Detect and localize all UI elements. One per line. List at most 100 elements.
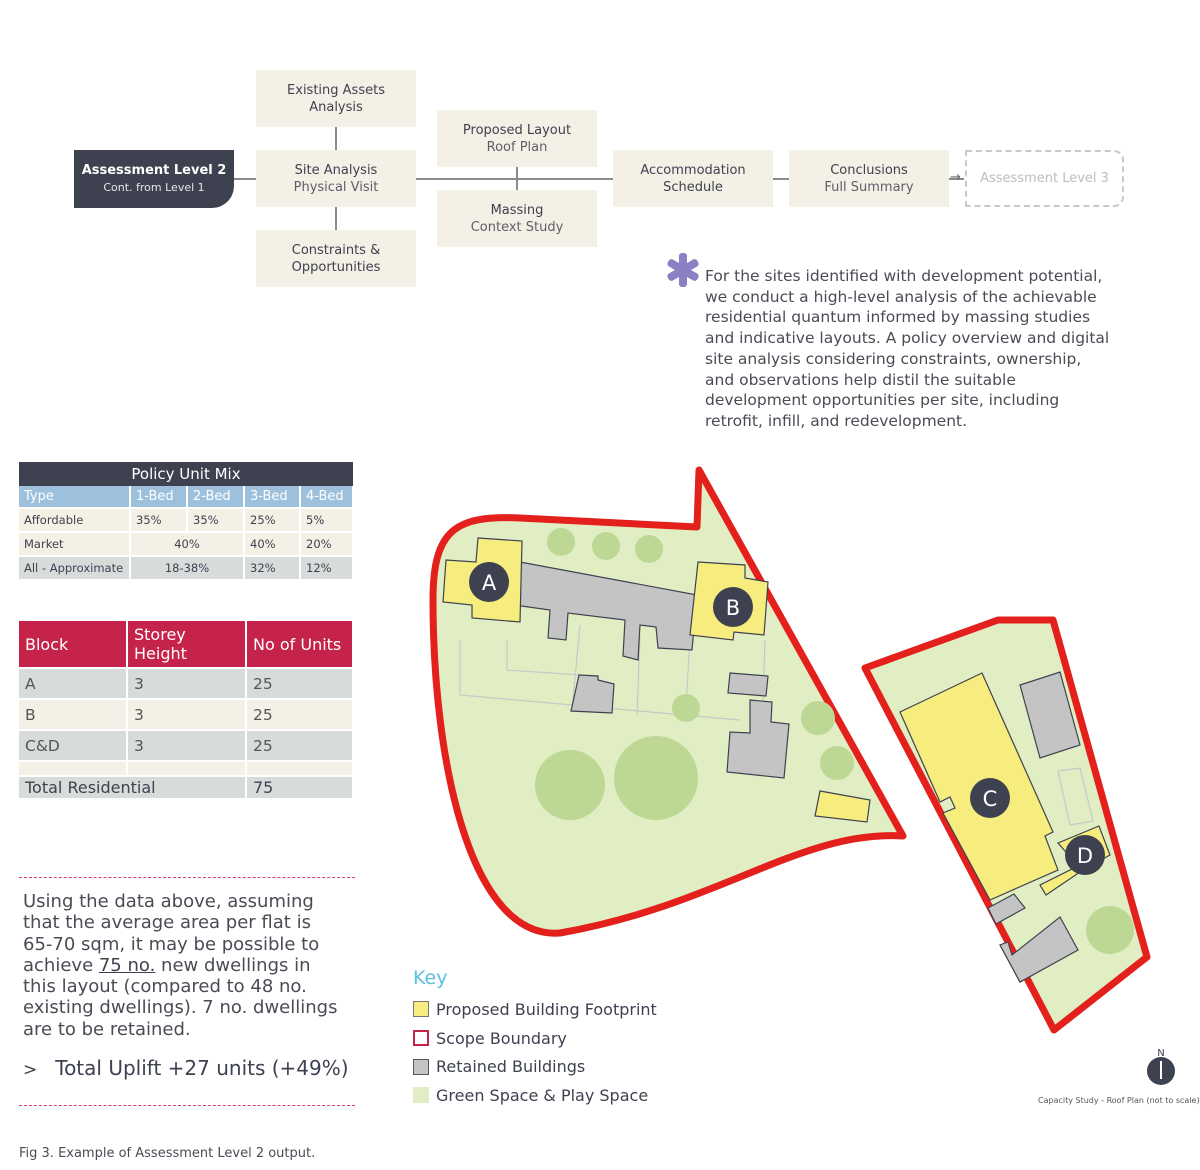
flow-sub: Schedule xyxy=(663,179,723,195)
cell: 3 xyxy=(127,730,247,762)
arrow-right-icon: → xyxy=(950,170,961,185)
cell: 32% xyxy=(244,556,301,581)
divider xyxy=(19,877,355,878)
key-label: Green Space & Play Space xyxy=(436,1085,649,1105)
header-cell: No of Units xyxy=(246,621,354,669)
flow-title: Assessment Level 2 xyxy=(81,163,227,178)
green-swatch-icon xyxy=(413,1087,429,1104)
cell: 20% xyxy=(300,532,354,557)
cell: 35% xyxy=(187,508,245,533)
table-title: Policy Unit Mix xyxy=(19,462,353,486)
flow-title: Massing xyxy=(490,202,544,218)
header-cell: 4-Bed xyxy=(300,486,354,509)
block-markers: A B C D xyxy=(469,562,1105,875)
map-caption: Capacity Study - Roof Plan (not to scale… xyxy=(1038,1096,1200,1105)
map-key: Key Proposed Building Footprint Scope Bo… xyxy=(413,967,657,1110)
flow-title: Proposed Layout xyxy=(462,122,572,138)
key-label: Retained Buildings xyxy=(436,1057,586,1077)
cell: C&D xyxy=(19,730,128,762)
flow-title: Site Analysis xyxy=(294,162,378,178)
flow-sub: Cont. from Level 1 xyxy=(103,181,205,194)
flow-connector xyxy=(516,167,518,190)
table-header-row: Block Storey Height No of Units xyxy=(19,621,354,669)
cell: B xyxy=(19,699,128,731)
cell: 5% xyxy=(300,508,354,533)
site-west xyxy=(429,466,1094,983)
cell: A xyxy=(19,668,128,700)
key-label: Scope Boundary xyxy=(436,1028,567,1048)
cell: 25 xyxy=(246,730,354,762)
north-label: N xyxy=(1157,1048,1164,1059)
summary-text: Using the data above, assuming that the … xyxy=(23,891,343,1040)
yellow-swatch-icon xyxy=(413,1001,429,1018)
key-title: Key xyxy=(413,967,448,989)
header-cell: Type xyxy=(19,486,131,509)
table-row: Market 40% 40% 20% xyxy=(19,532,354,557)
cell: Total Residential xyxy=(19,776,247,800)
cell: 40% xyxy=(244,532,301,557)
north-arrow-icon: N xyxy=(1147,1048,1175,1085)
cell: 40% xyxy=(130,532,245,557)
flow-assessment-level-2: Assessment Level 2 Cont. from Level 1 xyxy=(74,150,234,208)
flow-sub: Physical Visit xyxy=(293,179,379,195)
cell: 12% xyxy=(300,556,354,581)
description-text: For the sites identified with developmen… xyxy=(705,267,1110,430)
block-label: C xyxy=(983,787,998,811)
cell: Market xyxy=(19,532,131,557)
flow-sub: Analysis xyxy=(309,99,363,115)
flow-sub: Full Summary xyxy=(824,179,914,195)
total-uplift: >Total Uplift +27 units (+49%) xyxy=(23,1056,349,1080)
key-item: Proposed Building Footprint xyxy=(413,995,657,1024)
key-item: Green Space & Play Space xyxy=(413,1081,657,1110)
cell: 25 xyxy=(246,699,354,731)
spacer-row xyxy=(19,761,354,777)
block-label: B xyxy=(726,596,740,620)
figure-caption: Fig 3. Example of Assessment Level 2 out… xyxy=(19,1146,316,1161)
flow-sub: Roof Plan xyxy=(486,139,548,155)
summary-post: new dwellings in this layout (compared t… xyxy=(23,954,338,1040)
key-item: Retained Buildings xyxy=(413,1052,657,1081)
table-row: Affordable 35% 35% 25% 5% xyxy=(19,508,354,533)
summary-highlight: 75 no. xyxy=(98,954,156,976)
cell: 3 xyxy=(127,699,247,731)
red-outline-swatch-icon xyxy=(413,1030,429,1047)
cell: 25 xyxy=(246,668,354,700)
cell: 35% xyxy=(130,508,188,533)
key-item: Scope Boundary xyxy=(413,1024,657,1053)
flow-constraints: Constraints &Opportunities xyxy=(256,230,416,287)
cell: All - Approximate xyxy=(19,556,131,581)
flow-connector xyxy=(234,178,964,180)
header-cell: Storey Height xyxy=(127,621,247,669)
cell: Affordable xyxy=(19,508,131,533)
flow-title: Constraints & xyxy=(291,242,381,258)
table-header-row: Type 1-Bed 2-Bed 3-Bed 4-Bed xyxy=(19,486,354,509)
flow-title: Existing Assets xyxy=(287,82,385,98)
asterisk-icon xyxy=(667,253,699,287)
header-cell: 3-Bed xyxy=(244,486,301,509)
cell: 3 xyxy=(127,668,247,700)
gray-swatch-icon xyxy=(413,1058,429,1075)
key-label: Proposed Building Footprint xyxy=(436,999,657,1019)
header-cell: Block xyxy=(19,621,128,669)
flow-title: Assessment Level 3 xyxy=(980,171,1109,186)
flow-title: Accommodation xyxy=(640,162,746,178)
header-cell: 1-Bed xyxy=(130,486,188,509)
block-label: A xyxy=(482,571,497,595)
cell: 18-38% xyxy=(130,556,245,581)
summary-pre: Using the data above, assuming that the … xyxy=(23,891,320,976)
uplift-text: Total Uplift +27 units (+49%) xyxy=(55,1056,349,1080)
policy-unit-mix-table: Policy Unit Mix Type 1-Bed 2-Bed 3-Bed 4… xyxy=(19,462,354,581)
divider xyxy=(19,1105,355,1106)
header-cell: 2-Bed xyxy=(187,486,245,509)
